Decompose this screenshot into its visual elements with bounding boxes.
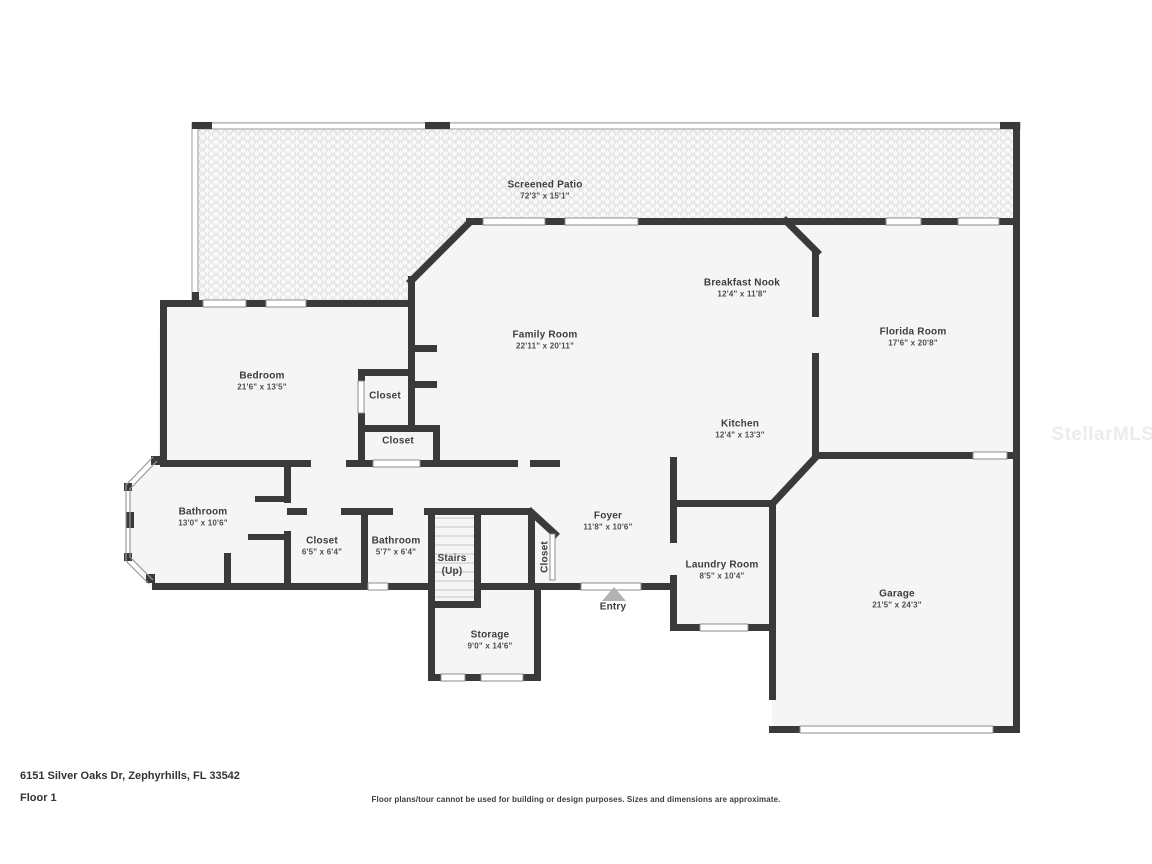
- room-name: Family Room: [512, 329, 578, 341]
- room-dims: (Up): [441, 566, 463, 577]
- property-address: 6151 Silver Oaks Dr, Zephyrhills, FL 335…: [20, 770, 240, 782]
- room-dims: 9'0" x 14'6": [467, 641, 513, 651]
- room-label-closet-upper: Closet: [369, 390, 401, 403]
- room-name: Florida Room: [879, 326, 947, 338]
- room-dims: 21'5" x 24'3": [872, 600, 922, 610]
- room-dims: 11'8" x 10'6": [583, 522, 633, 532]
- room-name: Stairs: [437, 553, 467, 564]
- room-label-screened-patio: Screened Patio 72'3" x 15'1": [507, 178, 582, 201]
- room-name: Bedroom: [239, 370, 285, 382]
- room-label-entry: Entry: [600, 601, 627, 614]
- room-dims: 21'6" x 13'5": [237, 382, 287, 392]
- room-name: Kitchen: [720, 418, 760, 430]
- room-dims: 13'0" x 10'6": [178, 518, 228, 528]
- room-name: Laundry Room: [685, 559, 759, 571]
- room-label-laundry-room: Laundry Room 8'5" x 10'4": [686, 558, 759, 581]
- room-name: Closet: [382, 435, 414, 447]
- room-label-stairs: Stairs (Up): [438, 552, 467, 578]
- room-label-closet-lower: Closet: [382, 435, 414, 448]
- room-label-storage: Storage 9'0" x 14'6": [468, 628, 513, 651]
- room-name: Breakfast Nook: [703, 277, 781, 289]
- room-name: Storage: [470, 629, 510, 641]
- room-label-breakfast-nook: Breakfast Nook 12'4" x 11'8": [704, 276, 780, 299]
- disclaimer-text: Floor plans/tour cannot be used for buil…: [371, 795, 781, 804]
- room-label-family-room: Family Room 22'11" x 20'11": [513, 328, 578, 351]
- room-name: Closet: [369, 390, 401, 402]
- room-dims: 8'5" x 10'4": [699, 571, 745, 581]
- room-name: Closet: [306, 535, 338, 547]
- room-label-bedroom: Bedroom 21'6" x 13'5": [237, 369, 287, 392]
- floor-label: Floor 1: [20, 792, 57, 804]
- room-label-closet-hall: Closet 6'5" x 6'4": [302, 534, 342, 557]
- house-footprint: [130, 220, 1020, 733]
- room-dims: 22'11" x 20'11": [516, 341, 574, 351]
- room-name: Bathroom: [178, 506, 228, 518]
- room-label-closet-foyer: Closet: [539, 541, 552, 573]
- room-name: Closet: [539, 541, 551, 573]
- room-dims: 72'3" x 15'1": [520, 191, 570, 201]
- stairs-treads: [431, 517, 474, 598]
- entry-arrow-icon: [602, 587, 626, 601]
- stellar-mls-watermark: StellarMLS: [1051, 424, 1152, 445]
- room-name: Garage: [879, 588, 915, 600]
- room-label-foyer: Foyer 11'8" x 10'6": [583, 509, 632, 532]
- diagonal-walls: [406, 216, 822, 539]
- room-dims: 12'4" x 11'8": [717, 289, 767, 299]
- room-label-bathroom-main: Bathroom 13'0" x 10'6": [178, 505, 228, 528]
- room-label-garage: Garage 21'5" x 24'3": [872, 587, 922, 610]
- room-label-bathroom-small: Bathroom 5'7" x 6'4": [372, 534, 421, 557]
- room-name: Foyer: [593, 510, 623, 522]
- room-label-florida-room: Florida Room 17'6" x 20'8": [880, 325, 947, 348]
- room-dims: 12'4" x 13'3": [715, 430, 765, 440]
- windows: [202, 217, 1008, 734]
- room-name: Bathroom: [371, 535, 421, 547]
- room-dims: 5'7" x 6'4": [375, 547, 417, 557]
- bay-window: [125, 456, 158, 585]
- room-name: Screened Patio: [507, 179, 583, 191]
- room-dims: 6'5" x 6'4": [301, 547, 343, 557]
- room-dims: 17'6" x 20'8": [888, 338, 938, 348]
- room-name: Entry: [599, 601, 627, 613]
- room-label-kitchen: Kitchen 12'4" x 13'3": [715, 417, 765, 440]
